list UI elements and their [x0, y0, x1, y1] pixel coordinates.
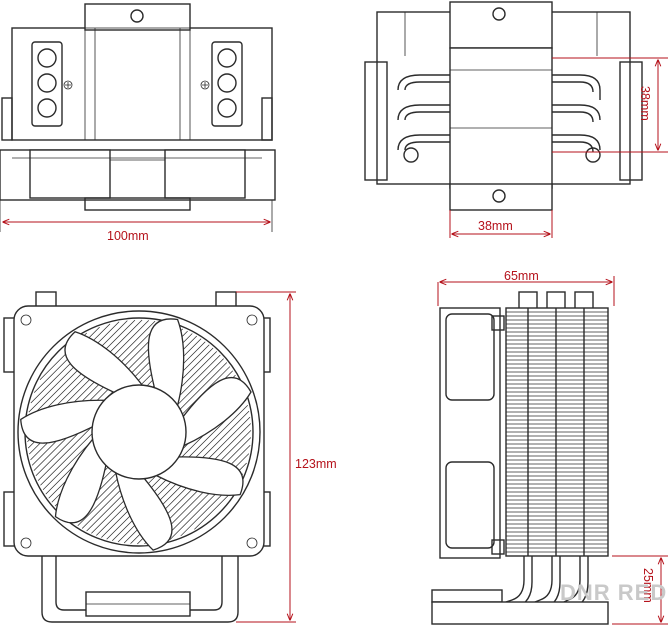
- dim-depth-65: 65mm: [437, 269, 615, 306]
- dim-base-height-label: 25mm: [641, 568, 655, 603]
- dim-width-100: 100mm: [3, 222, 270, 243]
- fan-blade: [64, 330, 144, 396]
- fin-side-view: [431, 291, 609, 625]
- dim-pipe-span-label: 38mm: [638, 86, 652, 121]
- top-view: [0, 3, 276, 232]
- dim-depth-label: 65mm: [504, 269, 539, 283]
- fan-blade: [178, 377, 252, 447]
- front-fan-view: [3, 291, 271, 623]
- dim-base-width-38: 38mm: [449, 210, 553, 238]
- fan-blade: [147, 318, 185, 408]
- fan-blade: [114, 471, 173, 551]
- dim-base-width-label: 38mm: [478, 219, 513, 233]
- dim-width-label: 100mm: [107, 229, 149, 243]
- watermark: DNR RED: [560, 580, 667, 605]
- fan-blades: [20, 318, 252, 551]
- pipe-side-view: [364, 1, 643, 211]
- dim-height-label: 123mm: [295, 457, 337, 471]
- dim-base-height-25: 25mm: [612, 555, 668, 625]
- heatsink-fins: [506, 311, 608, 553]
- dim-height-123: 123mm: [236, 291, 337, 623]
- fan-blade: [54, 437, 108, 524]
- fan-blade: [20, 399, 107, 444]
- fan-blade: [154, 456, 244, 496]
- dim-pipe-span-38: 38mm: [552, 57, 668, 153]
